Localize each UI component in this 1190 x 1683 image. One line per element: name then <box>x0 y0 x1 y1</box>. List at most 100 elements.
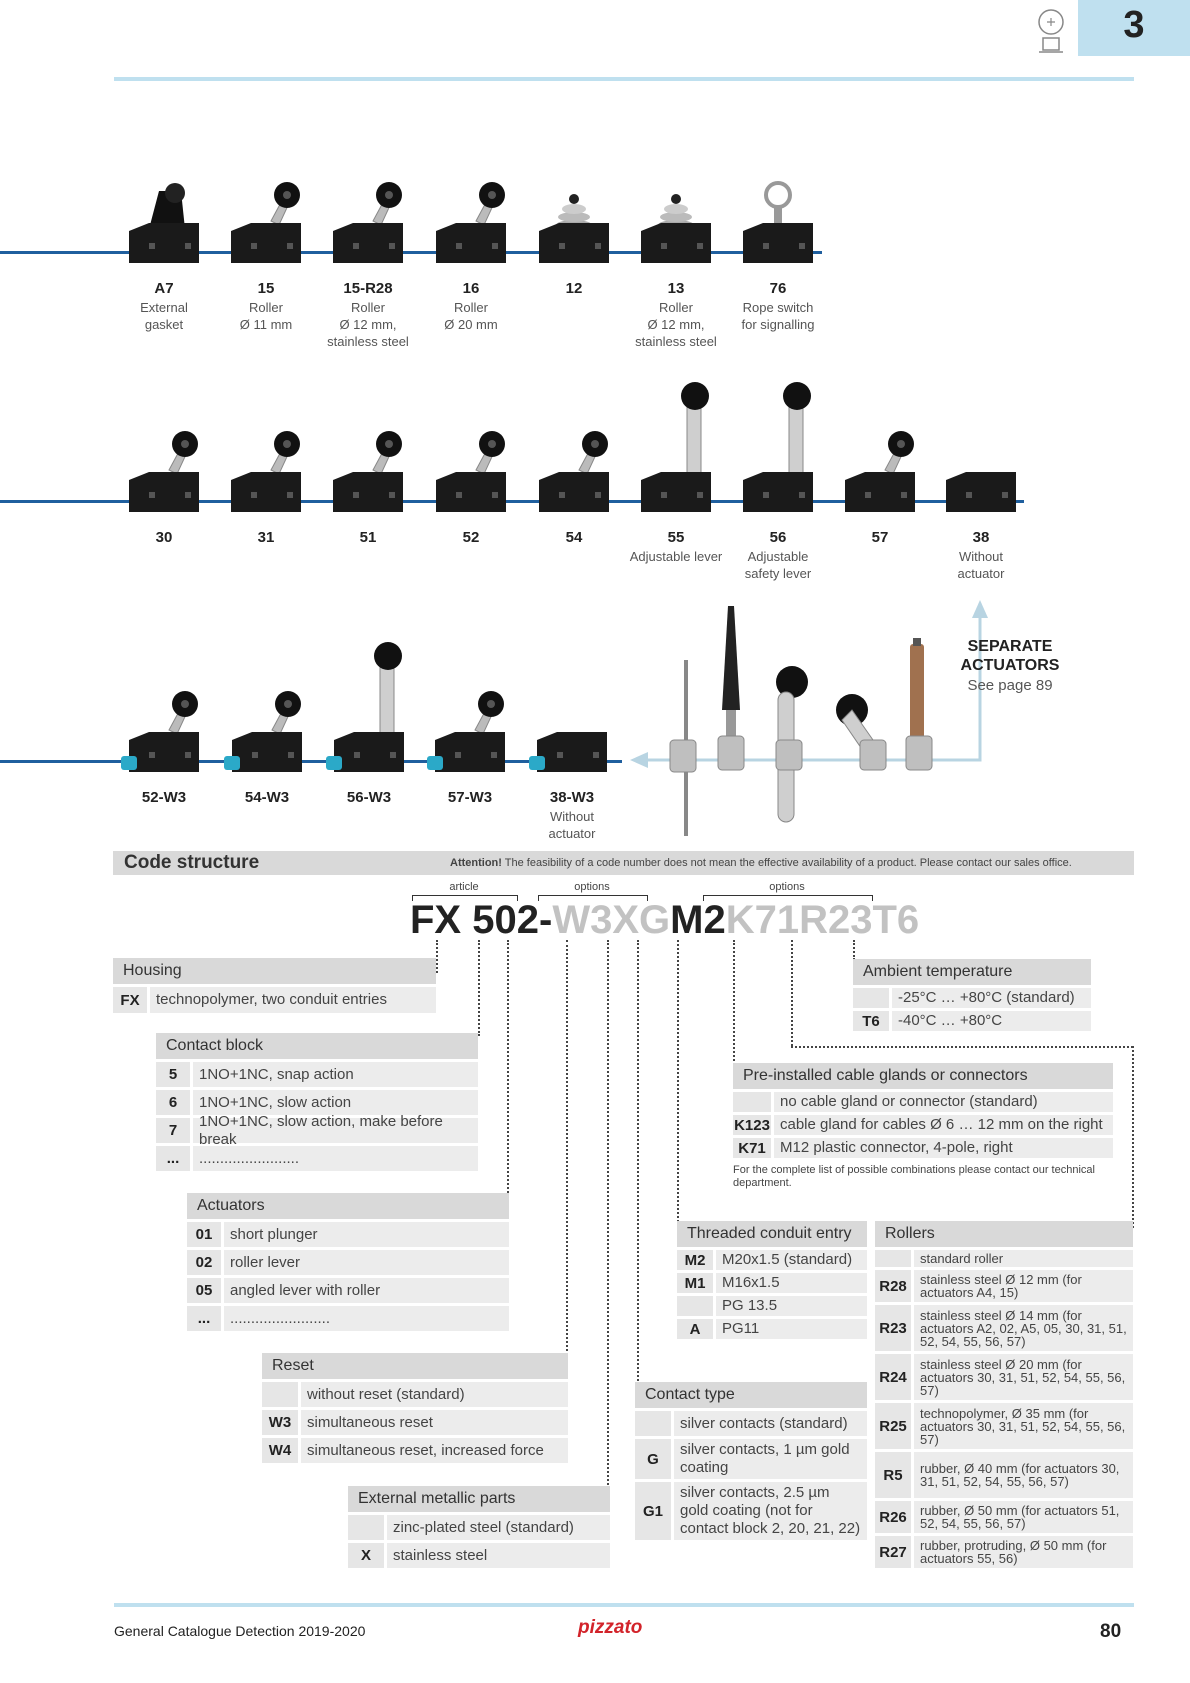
header-rule <box>114 77 1134 81</box>
code-structure-bar <box>113 851 1134 875</box>
actuator-desc: Ø 20 mm <box>444 317 498 332</box>
actuator-image <box>641 194 711 263</box>
actuator-caption: 57-W3 <box>415 789 525 808</box>
roller-lever <box>836 694 887 771</box>
actuator-caption: 51 <box>313 529 423 548</box>
actuator-desc: Rope switch <box>742 300 814 315</box>
actuator-image <box>231 431 301 512</box>
spring-rod-actuator <box>717 606 745 771</box>
actuator-desc: stainless steel <box>327 334 409 349</box>
rollers-title: Rollers <box>875 1221 1133 1247</box>
actuator-desc: Roller <box>249 300 283 315</box>
code-502: 502 <box>472 898 539 942</box>
cable-glands-title: Pre-installed cable glands or connectors <box>733 1063 1113 1089</box>
actuator-desc: Roller <box>659 300 693 315</box>
rod-actuator <box>669 660 697 836</box>
actuator-code: 56-W3 <box>346 789 392 806</box>
actuator-code: 76 <box>769 280 787 297</box>
brown-rod-actuator <box>905 638 933 771</box>
actuator-desc: Ø 12 mm, <box>339 317 397 332</box>
actuator-image <box>231 182 301 263</box>
actuator-image <box>743 181 813 263</box>
label-options-2: options <box>769 881 805 893</box>
label-options-1: options <box>574 881 610 893</box>
actuator-code: 12 <box>565 280 583 297</box>
actuator-desc: Without <box>958 549 1004 564</box>
actuator-caption: 12 <box>519 280 629 299</box>
bracket-options-2 <box>703 895 873 901</box>
actuator-code: 56 <box>769 529 787 546</box>
actuator-image <box>743 382 813 512</box>
separate-actuators-title: SEPARATE ACTUATORS <box>960 638 1060 674</box>
actuator-image <box>333 182 403 263</box>
actuator-caption: 30 <box>109 529 219 548</box>
reset-title: Reset <box>262 1353 568 1379</box>
footer-catalogue: General Catalogue Detection 2019-2020 <box>114 1623 366 1639</box>
actuator-image <box>946 472 1016 512</box>
actuator-code: 52 <box>462 529 480 546</box>
actuator-caption: 57 <box>825 529 935 548</box>
housing-title: Housing <box>113 958 436 984</box>
external-parts-title: External metallic parts <box>348 1486 610 1512</box>
product-row-line <box>0 251 822 254</box>
actuator-image <box>641 382 711 512</box>
actuator-image <box>845 431 915 512</box>
actuator-desc: Adjustable <box>747 549 809 564</box>
actuator-code: 38 <box>972 529 990 546</box>
cable-glands-table: Pre-installed cable glands or connectors… <box>733 1063 1113 1190</box>
product-code: FX 502-W3XGM2K71R23T6 <box>410 896 919 944</box>
label-article: article <box>449 881 479 893</box>
actuator-code: 54 <box>565 529 583 546</box>
actuator-code: 55 <box>667 529 685 546</box>
actuator-desc: Ø 12 mm, <box>647 317 705 332</box>
actuator-caption: 56-W3 <box>314 789 424 808</box>
actuator-code: 38-W3 <box>549 789 595 806</box>
actuator-image <box>121 691 199 772</box>
footer-rule <box>114 1603 1134 1607</box>
page-number: 80 <box>1100 1621 1122 1642</box>
actuators-title: Actuators <box>187 1193 509 1219</box>
product-row-line <box>0 500 1024 503</box>
actuator-desc: Ø 11 mm <box>239 317 293 332</box>
actuator-caption: 54-W3 <box>212 789 322 808</box>
contact-type-table: Contact type silver contacts (standard) … <box>635 1382 867 1540</box>
actuator-image <box>129 431 199 512</box>
code-structure-title: Code structure <box>124 852 260 873</box>
actuator-caption: 31 <box>211 529 321 548</box>
actuator-code: 51 <box>359 529 377 546</box>
actuator-code: 57 <box>871 529 889 546</box>
actuator-desc: Without <box>549 809 595 824</box>
actuator-desc: actuator <box>957 566 1005 581</box>
separate-actuators-ref: See page 89 <box>967 677 1053 694</box>
actuator-caption: 54 <box>519 529 629 548</box>
code-dash: - <box>539 898 553 942</box>
code-structure-note: Attention! The feasibility of a code num… <box>450 857 1072 869</box>
chapter-tab <box>1078 0 1190 56</box>
bracket-options-1 <box>538 895 648 901</box>
switch-icon <box>1038 9 1064 53</box>
actuator-image <box>539 431 609 512</box>
actuator-code: 31 <box>257 529 275 546</box>
actuator-code: 54-W3 <box>244 789 290 806</box>
actuator-code: 30 <box>155 529 173 546</box>
ambient-temperature-title: Ambient temperature <box>853 959 1091 985</box>
actuator-image <box>129 183 199 263</box>
adjustable-roller-lever <box>775 666 808 823</box>
actuator-code: 13 <box>667 280 685 297</box>
code-w3xg: W3XG <box>552 898 671 942</box>
actuator-desc: for signalling <box>741 317 815 332</box>
bracket-article <box>412 895 518 901</box>
